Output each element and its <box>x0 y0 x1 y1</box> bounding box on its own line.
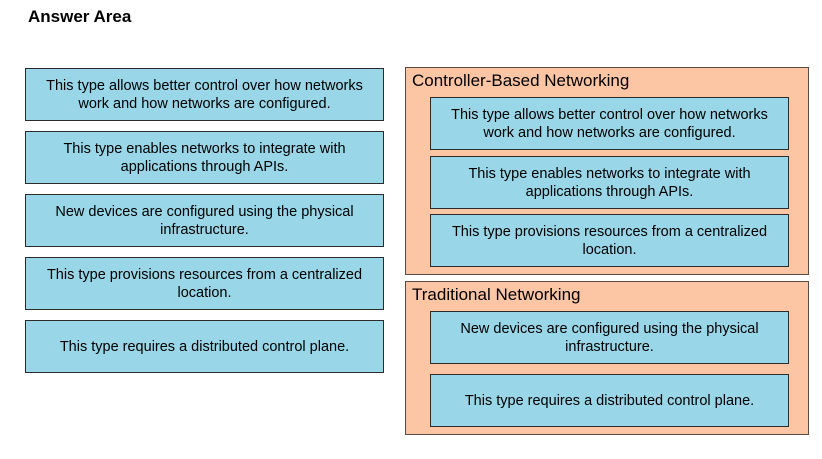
item-text: New devices are configured using the phy… <box>55 203 354 238</box>
item-text: This type provisions resources from a ce… <box>46 266 363 301</box>
source-item-distributed-control-plane[interactable]: This type requires a distributed control… <box>25 320 384 373</box>
item-text: This type requires a distributed control… <box>464 392 755 409</box>
item-text: This type provisions resources from a ce… <box>451 223 768 258</box>
item-text: New devices are configured using the phy… <box>460 320 759 355</box>
zone-label: Traditional Networking <box>412 285 581 304</box>
source-item-physical-infrastructure[interactable]: New devices are configured using the phy… <box>25 194 384 247</box>
source-item-centralized-location[interactable]: This type provisions resources from a ce… <box>25 257 384 310</box>
answer-area-title: Answer Area <box>28 7 132 26</box>
source-item-better-control[interactable]: This type allows better control over how… <box>25 68 384 121</box>
item-text: This type requires a distributed control… <box>59 338 350 355</box>
placed-item-centralized-location[interactable]: This type provisions resources from a ce… <box>430 214 789 267</box>
source-item-api-integration[interactable]: This type enables networks to integrate … <box>25 131 384 184</box>
item-text: This type allows better control over how… <box>46 77 363 112</box>
item-text: This type allows better control over how… <box>451 106 768 141</box>
drop-zone-traditional[interactable]: Traditional Networking New devices are c… <box>405 281 809 435</box>
placed-item-distributed-control-plane[interactable]: This type requires a distributed control… <box>430 374 789 427</box>
placed-item-better-control[interactable]: This type allows better control over how… <box>430 97 789 150</box>
item-text: This type enables networks to integrate … <box>63 140 346 175</box>
placed-item-api-integration[interactable]: This type enables networks to integrate … <box>430 156 789 209</box>
drop-zone-controller-based[interactable]: Controller-Based Networking This type al… <box>405 67 809 275</box>
zone-label: Controller-Based Networking <box>412 71 630 90</box>
item-text: This type enables networks to integrate … <box>468 165 751 200</box>
placed-item-physical-infrastructure[interactable]: New devices are configured using the phy… <box>430 311 789 364</box>
